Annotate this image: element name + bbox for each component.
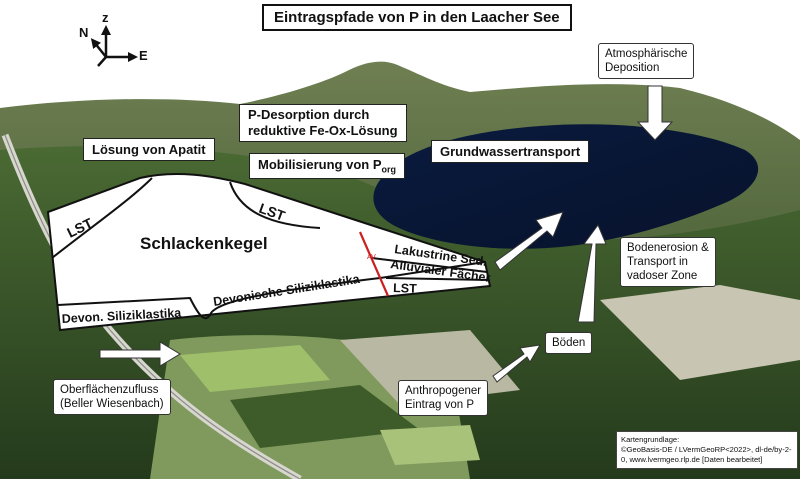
credit-line-2: ©GeoBasis-DE / LVermGeoRP<2022>, dl-de/b… [621,445,792,464]
arrow-surface-inflow [99,341,181,367]
compass-rose [90,25,138,67]
compass-east-label: E [139,48,148,63]
surface-line-1: Oberflächenzufluss [60,384,159,396]
mobilization-label: Mobilisierung von Porg [249,153,406,179]
arrow-groundwater [494,211,564,271]
arrow-atmospheric [636,85,674,141]
mobilization-text: Mobilisierung von P [258,157,382,172]
devonian-boundary [57,261,486,320]
anthropogenic-label: Anthropogener Eintrag von P [398,380,489,416]
anthropogenic-line-2: Eintrag von P [405,399,475,411]
highway-center [4,134,301,479]
compass-up-label: z [102,10,109,25]
desorption-label: P-Desorption durch reduktive Fe-Ox-Lösun… [239,104,407,142]
fault-label: AV [367,254,376,261]
arrow-erosion [577,223,607,323]
apatite-dissolution-label: Lösung von Apatit [83,138,215,161]
fields-dark [230,385,420,448]
devonian-short-label: Devon. Siliziklastika [61,306,182,326]
erosion-line-1: Bodenerosion & [627,242,709,254]
fault-line [358,231,390,297]
lst-right-label: LST [393,281,417,296]
diagram-title: Eintragspfade von P in den Laacher See [262,4,572,31]
compass-north-label: N [79,25,88,40]
groundwater-label: Grundwassertransport [431,140,590,163]
anthropogenic-line-1: Anthropogener [405,385,482,397]
fields-pale-right [600,285,800,380]
atmospheric-deposition-label: Atmosphärische Deposition [598,43,695,79]
fields-green [180,345,330,392]
surface-line-2: (Beller Wiesenbach) [60,398,164,410]
desorption-line-1: P-Desorption durch [248,107,370,122]
surface-inflow-label: Oberflächenzufluss (Beller Wiesenbach) [53,379,171,415]
cross-section [46,172,492,332]
lst-mid-boundary [229,181,321,229]
fields-green-right [380,425,480,465]
erosion-line-2: Transport in [627,256,688,268]
arrow-anthropogenic [492,344,541,383]
credit-line-1: Kartengrundlage: [621,435,680,444]
erosion-line-3: vadoser Zone [627,270,698,282]
layer-boundary-2 [385,277,490,281]
erosion-label: Bodenerosion & Transport in vadoser Zone [620,237,716,287]
lst-left-boundary [51,177,153,259]
mobilization-subscript: org [381,164,397,175]
layer-boundary-1 [371,257,488,273]
atmospheric-line-2: Deposition [605,62,660,74]
map-credit: Kartengrundlage: ©GeoBasis-DE / LVermGeo… [616,431,798,469]
desorption-line-2: reduktive Fe-Ox-Lösung [248,123,398,138]
atmospheric-line-1: Atmosphärische [605,48,688,60]
soils-label: Böden [545,332,593,354]
cone-label: Schlackenkegel [140,234,268,253]
